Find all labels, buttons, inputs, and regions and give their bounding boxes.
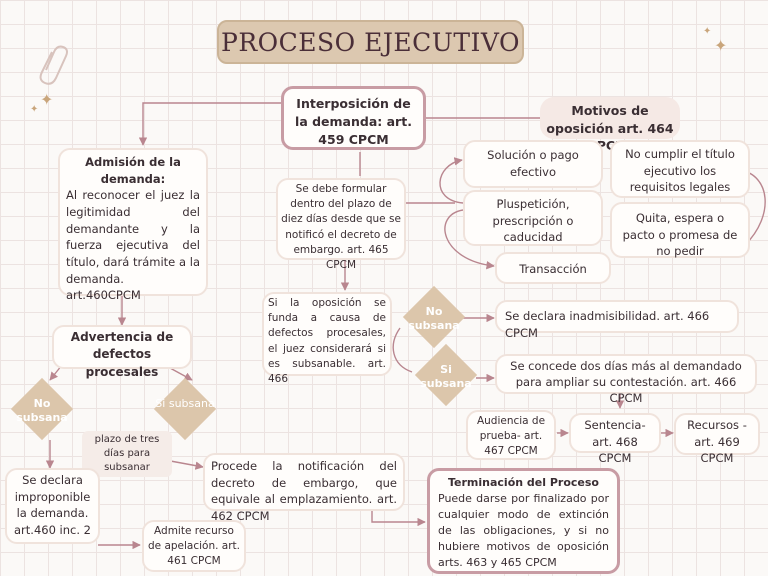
motivo-solucion: Solución o pago efectivo [463,140,603,188]
sparkle-icon: ✦ [703,26,712,37]
dos-dias-node: Se concede dos días más al demandado par… [495,354,757,405]
sparkle-icon: ✦ [40,90,54,109]
inadmisibilidad-node: Se declara inadmisibilidad. art. 466 CPC… [495,300,739,340]
admision-node: Admisión de la demanda: Al reconocer el … [58,148,208,302]
terminacion-node: Terminación del Proceso Puede darse por … [427,468,620,574]
interposicion-node: Interposición de la demanda: art. 459 CP… [281,86,426,150]
apelacion-node: Admite recurso de apelación. art. 461 CP… [142,520,246,572]
advertencia-node: Advertencia de defectos procesales [52,325,192,379]
motivos-node: Motivos de oposición art. 464 CPCM: [540,97,680,153]
page-title: PROCESO EJECUTIVO [217,20,524,64]
sparkle-icon: ✦ [714,36,728,55]
no-subsana-label-right: No subsana [408,305,460,333]
admision-body: Al reconocer el juez la legitimidad del … [66,188,200,303]
sentencia-node: Sentencia- art. 468 CPCM [569,413,661,465]
plazo-tres-label: plazo de tres días para subsanar [82,431,172,477]
terminacion-heading: Terminación del Proceso [448,476,599,489]
sparkle-icon: ✦ [30,104,39,115]
motivo-quita: Quita, espera o pacto o promesa de no pe… [610,202,750,258]
admision-heading: Admisión de la demanda: [85,155,181,186]
si-subsana-label-left: Si subsana [155,397,215,410]
motivo-no-cumplir: No cumplir el título ejecutivo los requi… [610,140,750,198]
notificacion-node: Procede la notificación del decreto de e… [203,453,405,523]
motivo-pluspeticion: Pluspetición, prescripción o caducidad [463,190,603,246]
si-subsana-label-right: Si subsana [420,363,472,391]
recursos-node: Recursos - art. 469 CPCM [674,413,760,465]
subsanable-node: Si la oposición se funda a causa de defe… [262,292,392,385]
plazo-oposicion-node: Se debe formular dentro del plazo de die… [276,178,406,271]
motivo-transaccion: Transacción [495,252,611,284]
terminacion-body: Puede darse por finalizado por cualquier… [438,491,609,569]
improponible-node: Se declara improponible la demanda. art.… [5,468,100,544]
audiencia-node: Audiencia de prueba- art. 467 CPCM [466,410,556,460]
paperclip-icon [39,45,68,85]
no-subsana-label-left: No subsana [16,397,68,425]
